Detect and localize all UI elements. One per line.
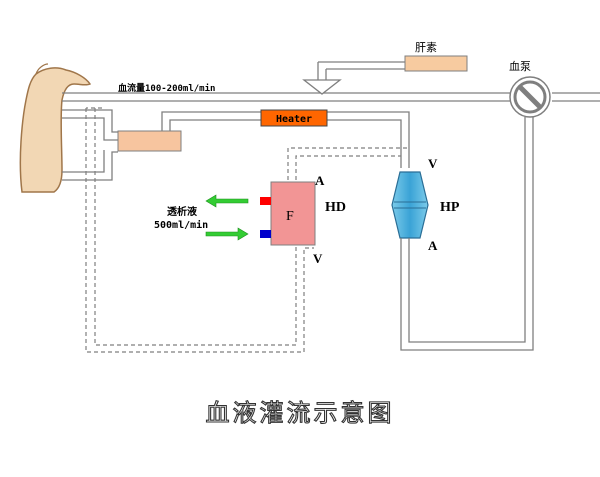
hp-cartridge (391, 171, 429, 239)
hp-return-loop (400, 117, 534, 351)
dialysate-in-arrow-icon (205, 227, 249, 241)
arm-illustration (19, 67, 92, 193)
filter-port-red (260, 197, 271, 205)
heparin-label: 肝素 (415, 41, 437, 54)
heparin-box (404, 55, 468, 72)
filter-port-blue (260, 230, 271, 238)
hp-bottom-label: A (428, 238, 438, 253)
arm-return-line (62, 109, 118, 181)
heparin-arrow-icon (302, 79, 342, 95)
blood-pump-label: 血泵 (509, 59, 531, 73)
hp-label: HP (440, 200, 460, 215)
blood-line-main (62, 92, 600, 102)
filter-label: F (286, 209, 294, 224)
blood-flow-label: 血流量100-200ml/min (118, 82, 215, 94)
dialysate-label-line1: 透析液 (167, 205, 197, 218)
blood-pump-icon (509, 76, 551, 118)
hd-circuit-dashed (85, 107, 409, 353)
diagram-title: 血液灌流示意图 (206, 399, 395, 427)
dialysate-out-arrow-icon (205, 194, 249, 208)
heater-label: Heater (276, 114, 312, 125)
heater-box (260, 109, 328, 127)
dialysate-label-line2: 500ml/min (154, 219, 208, 231)
hd-top-label: A (315, 173, 325, 188)
hd-bottom-label: V (313, 251, 323, 266)
heparin-line (317, 61, 405, 80)
filter-box (270, 181, 316, 246)
hd-label: HD (325, 200, 346, 215)
heater-line (161, 111, 410, 168)
connector-block (117, 130, 182, 152)
hp-top-label: V (428, 156, 438, 171)
